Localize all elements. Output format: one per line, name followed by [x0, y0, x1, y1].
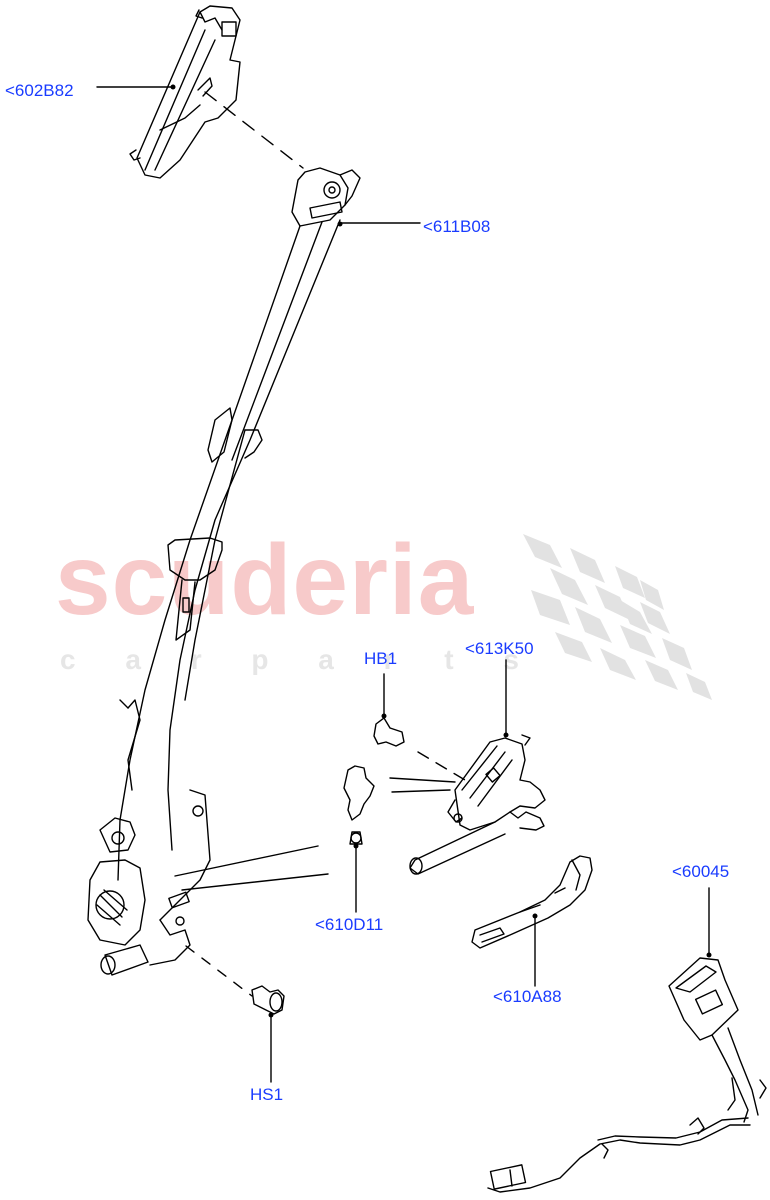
callout-602B82[interactable]: <602B82: [5, 81, 74, 100]
bolt-hb1-drawing: [373, 717, 405, 747]
sleeve-cover-drawing: [471, 855, 593, 949]
callout-611B08[interactable]: <611B08: [423, 217, 491, 236]
callout-HS1[interactable]: HS1: [250, 1085, 284, 1104]
pretensioner-drawing: [409, 734, 546, 875]
callout-60045[interactable]: <60045: [672, 862, 730, 881]
leader-anchor-dots: [170, 84, 712, 1018]
watermark-tagline: c a r p a r t s: [60, 644, 519, 675]
bolt-hs1-drawing: [251, 985, 285, 1015]
callout-610D11[interactable]: <610D11: [315, 915, 384, 934]
seat-belt-retractor-drawing: [87, 167, 361, 976]
callout-613K50[interactable]: <613K50: [465, 639, 534, 658]
height-adjuster-drawing: [129, 5, 241, 179]
buckle-harness-drawing: [487, 957, 767, 1193]
callout-HB1[interactable]: HB1: [364, 649, 398, 668]
checkered-flag-watermark: [523, 534, 712, 700]
callout-610A88[interactable]: <610A88: [493, 987, 562, 1006]
leader-lines: [96, 86, 710, 1083]
watermark-brand: scuderia: [55, 524, 475, 636]
bracket-clip-drawing: [343, 765, 375, 845]
